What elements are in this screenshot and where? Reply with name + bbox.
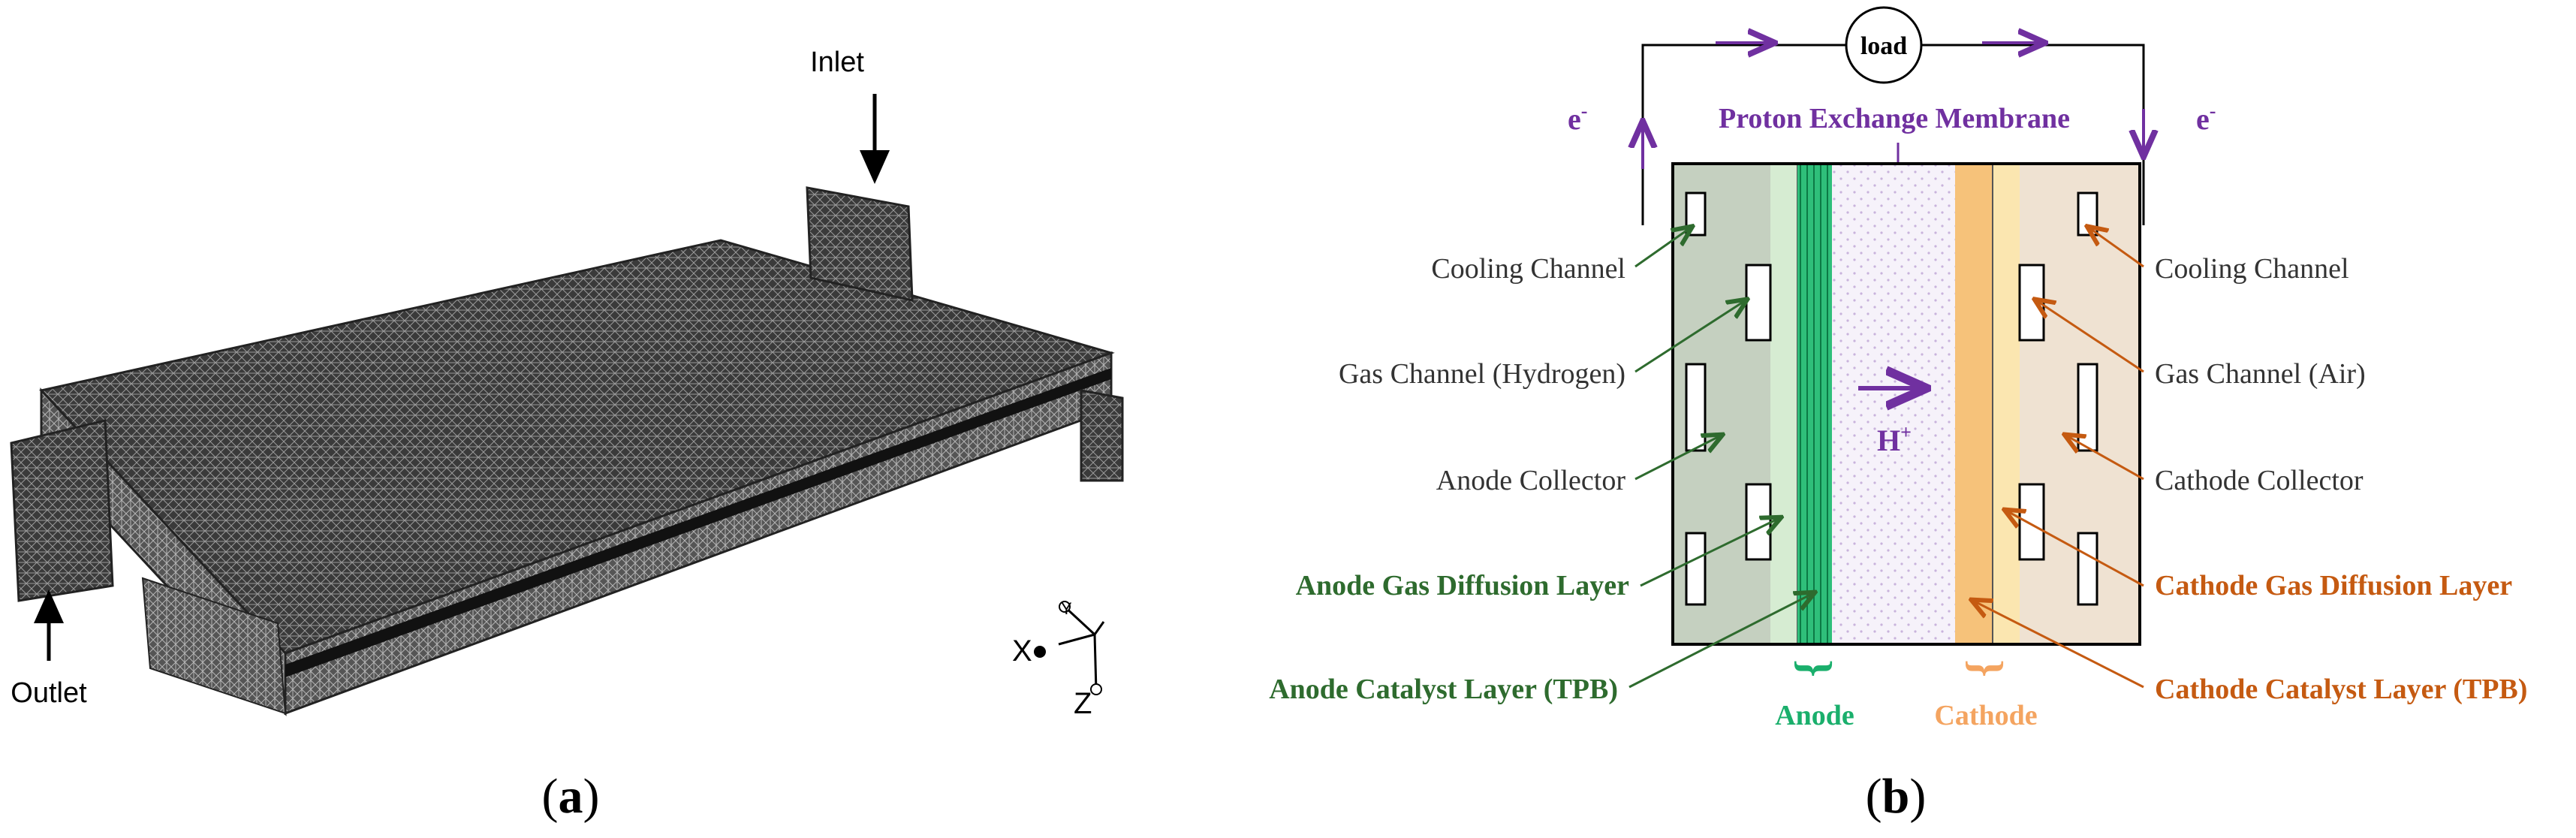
right-end-block <box>1080 389 1124 482</box>
anode-cooling-channel <box>1685 363 1707 452</box>
anode-brace: { <box>1786 659 1836 677</box>
cathode-catalyst-layer <box>1955 164 1993 644</box>
electron-label-right: e- <box>2196 100 2216 136</box>
axis-x-label: X <box>1012 635 1032 668</box>
membrane-label: Proton Exchange Membrane <box>1719 103 2070 134</box>
outlet-block <box>10 419 114 602</box>
right-label-collector: Cathode Collector <box>2155 465 2364 496</box>
right-label-cooling-channel: Cooling Channel <box>2155 253 2349 285</box>
membrane <box>1832 164 1955 644</box>
mesh-groove <box>285 368 1111 677</box>
load-label: load <box>1860 32 1907 60</box>
load-circle <box>1845 6 1923 84</box>
axis-y-label: Y <box>1061 599 1072 618</box>
front-foot-block <box>141 577 287 715</box>
electron-label-left: e- <box>1568 100 1587 136</box>
cathode-cooling-channel <box>2077 191 2098 237</box>
inlet-label: Inlet <box>810 47 864 78</box>
outlet-label: Outlet <box>11 677 87 709</box>
left-label-cooling-channel: Cooling Channel <box>1431 253 1625 285</box>
anode-gas-channel <box>1745 264 1772 342</box>
axis-triad: X Y Z <box>1012 599 1105 720</box>
cathode-cooling-channel <box>2077 532 2098 606</box>
left-label-catalyst: Anode Catalyst Layer (TPB) <box>1269 674 1618 705</box>
left-label-gas-channel: Gas Channel (Hydrogen) <box>1339 358 1625 390</box>
caption-a: (a) <box>542 769 600 824</box>
cell-outline <box>1671 162 2141 646</box>
right-label-gas-channel: Gas Channel (Air) <box>2155 358 2366 390</box>
axis-z-label: Z <box>1074 687 1092 720</box>
inlet-block <box>806 186 914 302</box>
anode-label: Anode <box>1775 700 1854 731</box>
external-circuit-right <box>1922 44 2145 225</box>
left-label-collector: Anode Collector <box>1436 465 1626 496</box>
anode-cooling-channel <box>1685 532 1707 606</box>
panel-b: load e- e- Proton Exchange Membrane <box>1269 6 2527 824</box>
left-label-gdl: Anode Gas Diffusion Layer <box>1296 570 1630 601</box>
anode-gdl <box>1770 164 1797 644</box>
cathode-cooling-channel <box>2077 363 2098 452</box>
cathode-brace: { <box>1957 659 2007 677</box>
anode-gas-channel <box>1745 483 1772 561</box>
outlet-arrowhead <box>34 589 64 623</box>
right-label-catalyst: Cathode Catalyst Layer (TPB) <box>2155 674 2527 705</box>
cathode-gdl <box>1993 164 2020 644</box>
caption-b: (b) <box>1866 769 1927 824</box>
panel-a: Inlet Outlet X Y Z (a) <box>10 47 1124 824</box>
anode-catalyst-layer <box>1797 164 1832 644</box>
cathode-gas-channel <box>2018 483 2045 561</box>
right-label-gdl: Cathode Gas Diffusion Layer <box>2155 570 2512 601</box>
cathode-label: Cathode <box>1934 700 2037 731</box>
proton-label: H+ <box>1877 421 1912 457</box>
inlet-arrowhead <box>860 150 890 184</box>
